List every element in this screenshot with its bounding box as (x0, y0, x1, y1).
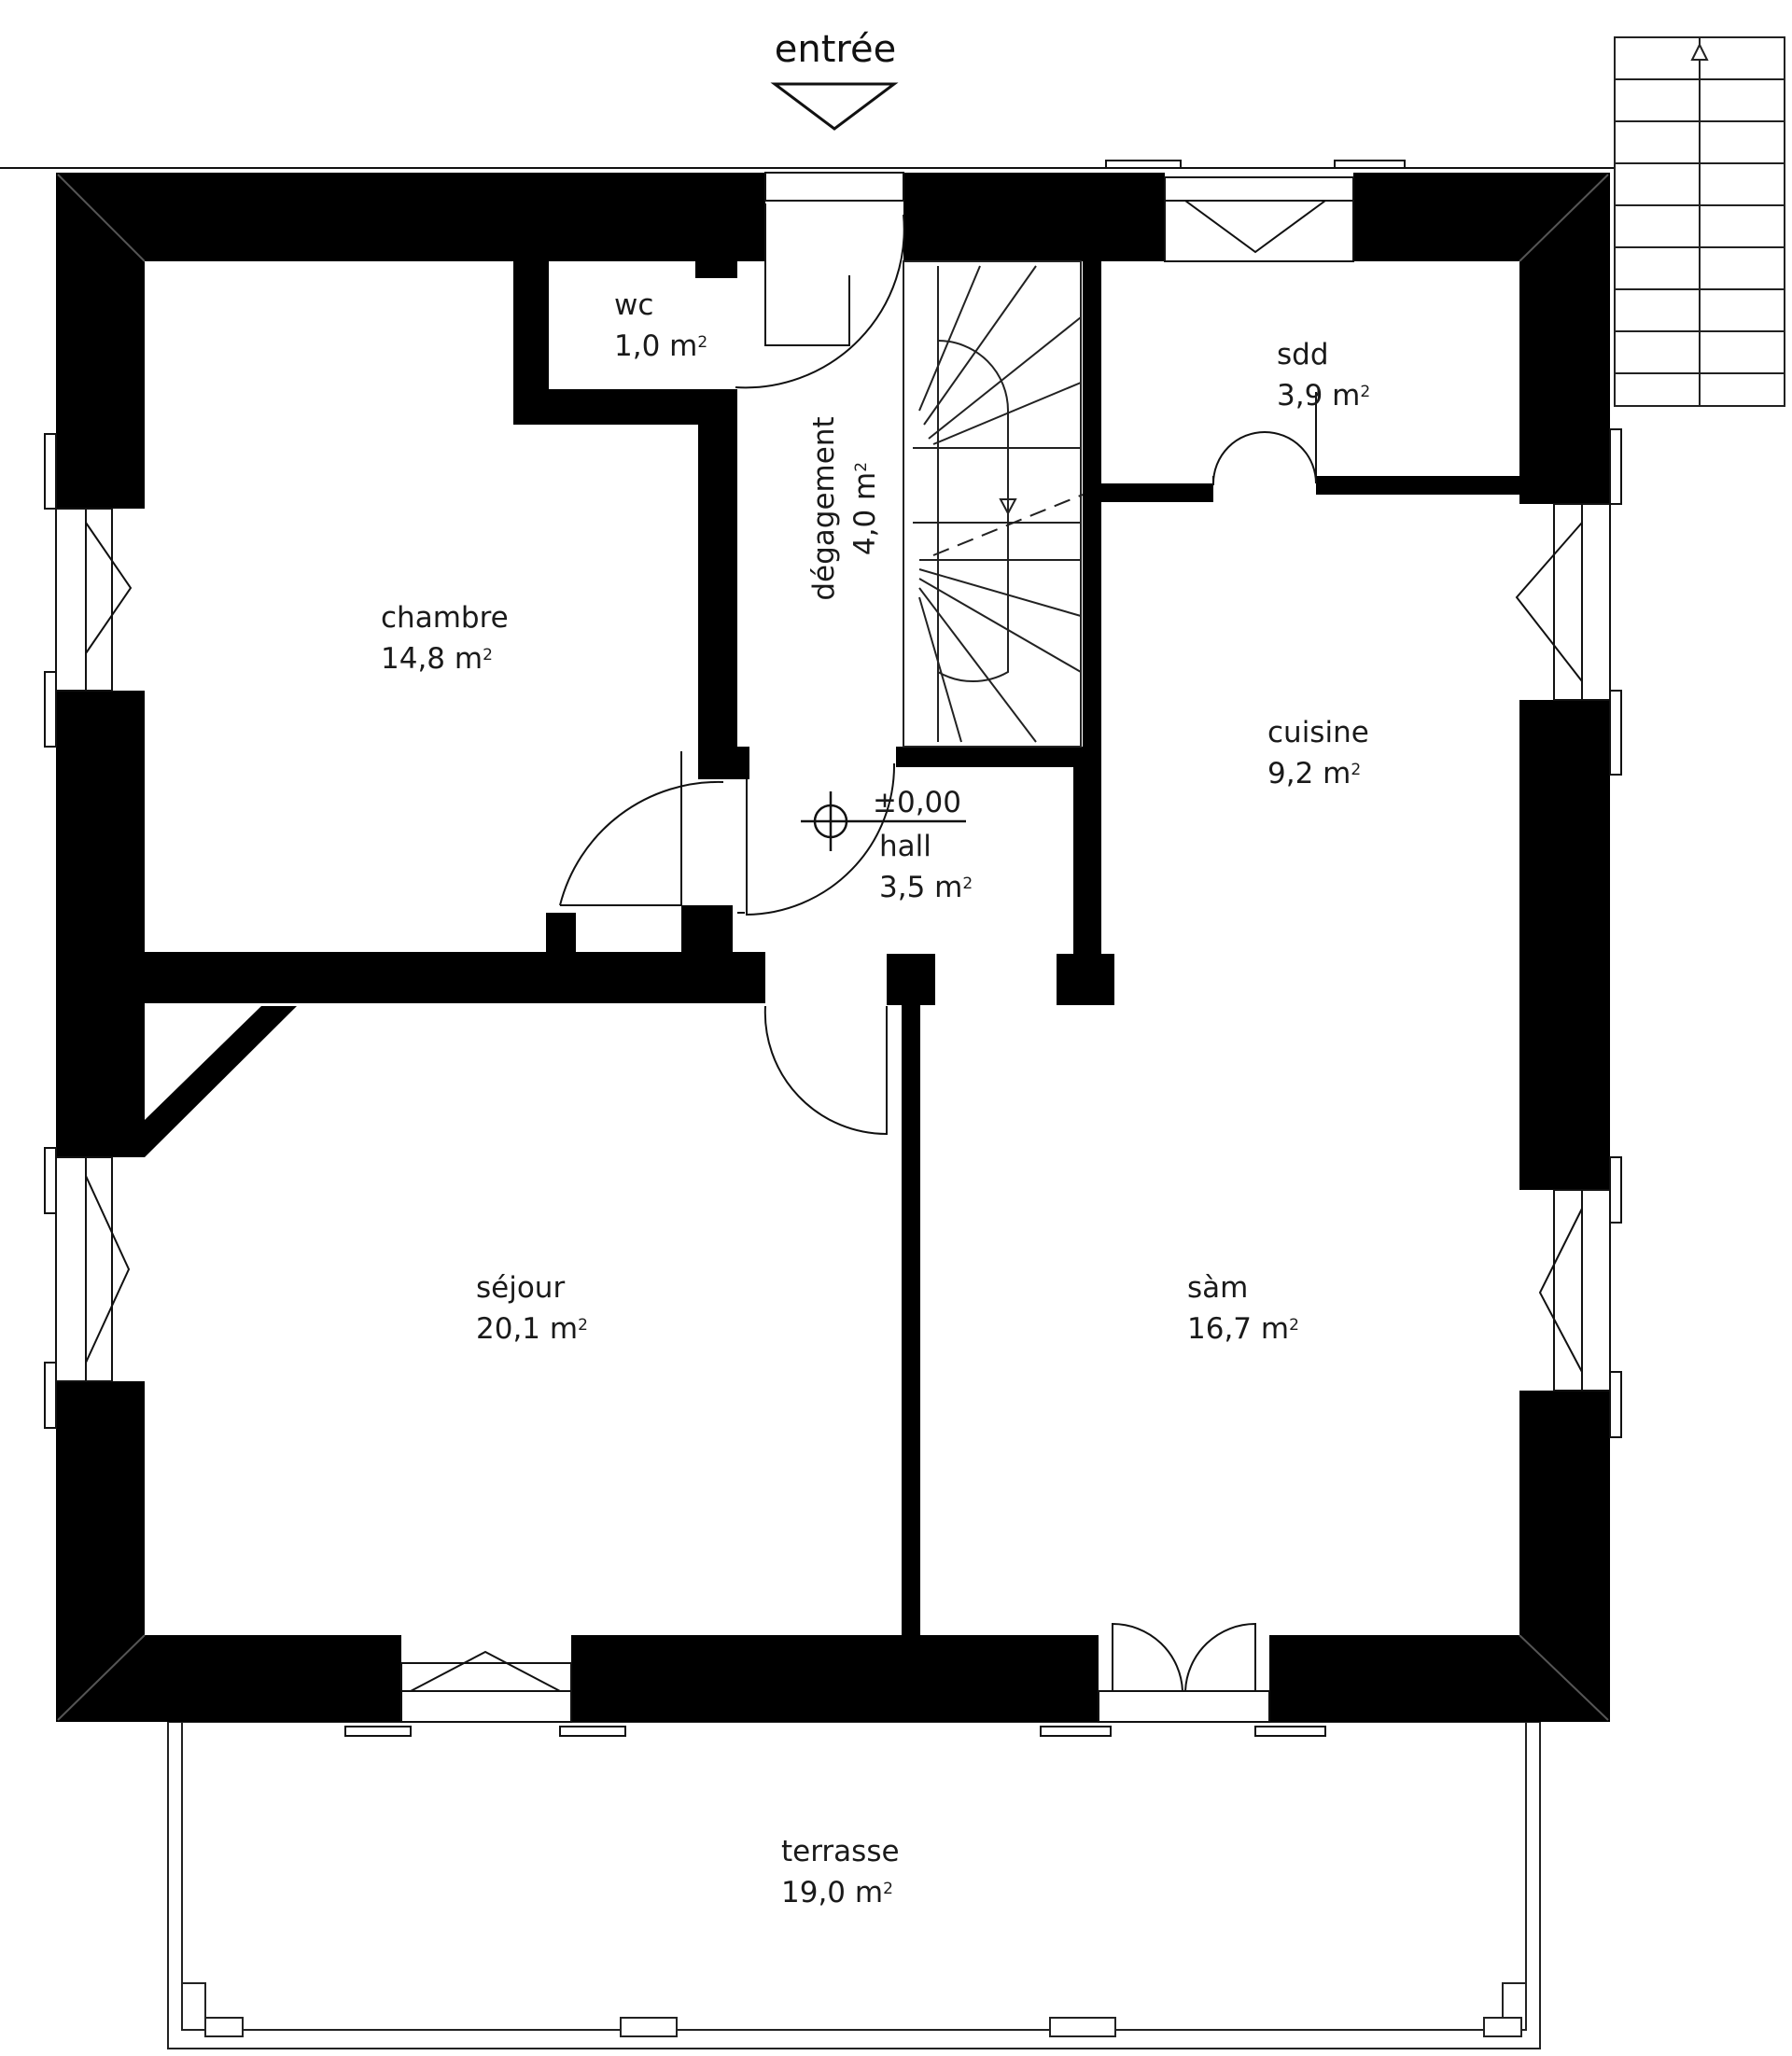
left-windows (44, 433, 133, 1429)
level-marker-icon (801, 791, 966, 851)
corner-marks (57, 174, 1609, 1721)
right-windows (1515, 428, 1622, 1438)
bottom-openings (344, 1622, 1326, 1737)
room-label-chambre: chambre 14,8 m2 (381, 597, 509, 679)
room-name: wc (614, 288, 654, 322)
room-area: 14,8 m2 (381, 642, 493, 676)
top-openings (764, 160, 1406, 262)
exterior-stair (1614, 36, 1785, 407)
room-area: 3,5 m2 (879, 871, 973, 904)
entrance-label: entrée (774, 28, 897, 71)
room-label-wc: wc 1,0 m2 (614, 285, 707, 367)
room-area: 20,1 m2 (476, 1312, 588, 1346)
room-name: hall (879, 830, 931, 863)
room-label-degagement: dégagement 4,0 m2 (804, 416, 886, 600)
room-area: 19,0 m2 (781, 1876, 893, 1909)
door-swings (559, 203, 1317, 1136)
room-label-hall: hall 3,5 m2 (879, 826, 973, 908)
room-area: 16,7 m2 (1187, 1312, 1299, 1346)
room-name: cuisine (1267, 716, 1369, 749)
room-area: 3,9 m2 (1277, 379, 1371, 413)
room-name: sàm (1187, 1271, 1249, 1305)
interior-stair (903, 260, 1084, 748)
room-name: terrasse (781, 1835, 900, 1868)
room-name: sdd (1277, 338, 1329, 371)
room-label-sdd: sdd 3,9 m2 (1277, 334, 1370, 416)
room-label-terrasse: terrasse 19,0 m2 (781, 1831, 900, 1913)
room-name: dégagement (807, 416, 841, 601)
room-area: 4,0 m2 (848, 461, 882, 556)
entrance-arrow-icon (770, 82, 899, 131)
room-area: 1,0 m2 (614, 329, 708, 363)
room-area: 9,2 m2 (1267, 757, 1362, 790)
room-name: séjour (476, 1271, 566, 1305)
room-name: chambre (381, 601, 509, 635)
exterior-walls (56, 173, 1610, 1722)
room-label-cuisine: cuisine 9,2 m2 (1267, 712, 1369, 794)
room-label-sam: sàm 16,7 m2 (1187, 1267, 1299, 1350)
interior-walls (145, 261, 1519, 1635)
level-marker-label: ±0,00 (873, 786, 961, 819)
room-label-sejour: séjour 20,1 m2 (476, 1267, 588, 1350)
